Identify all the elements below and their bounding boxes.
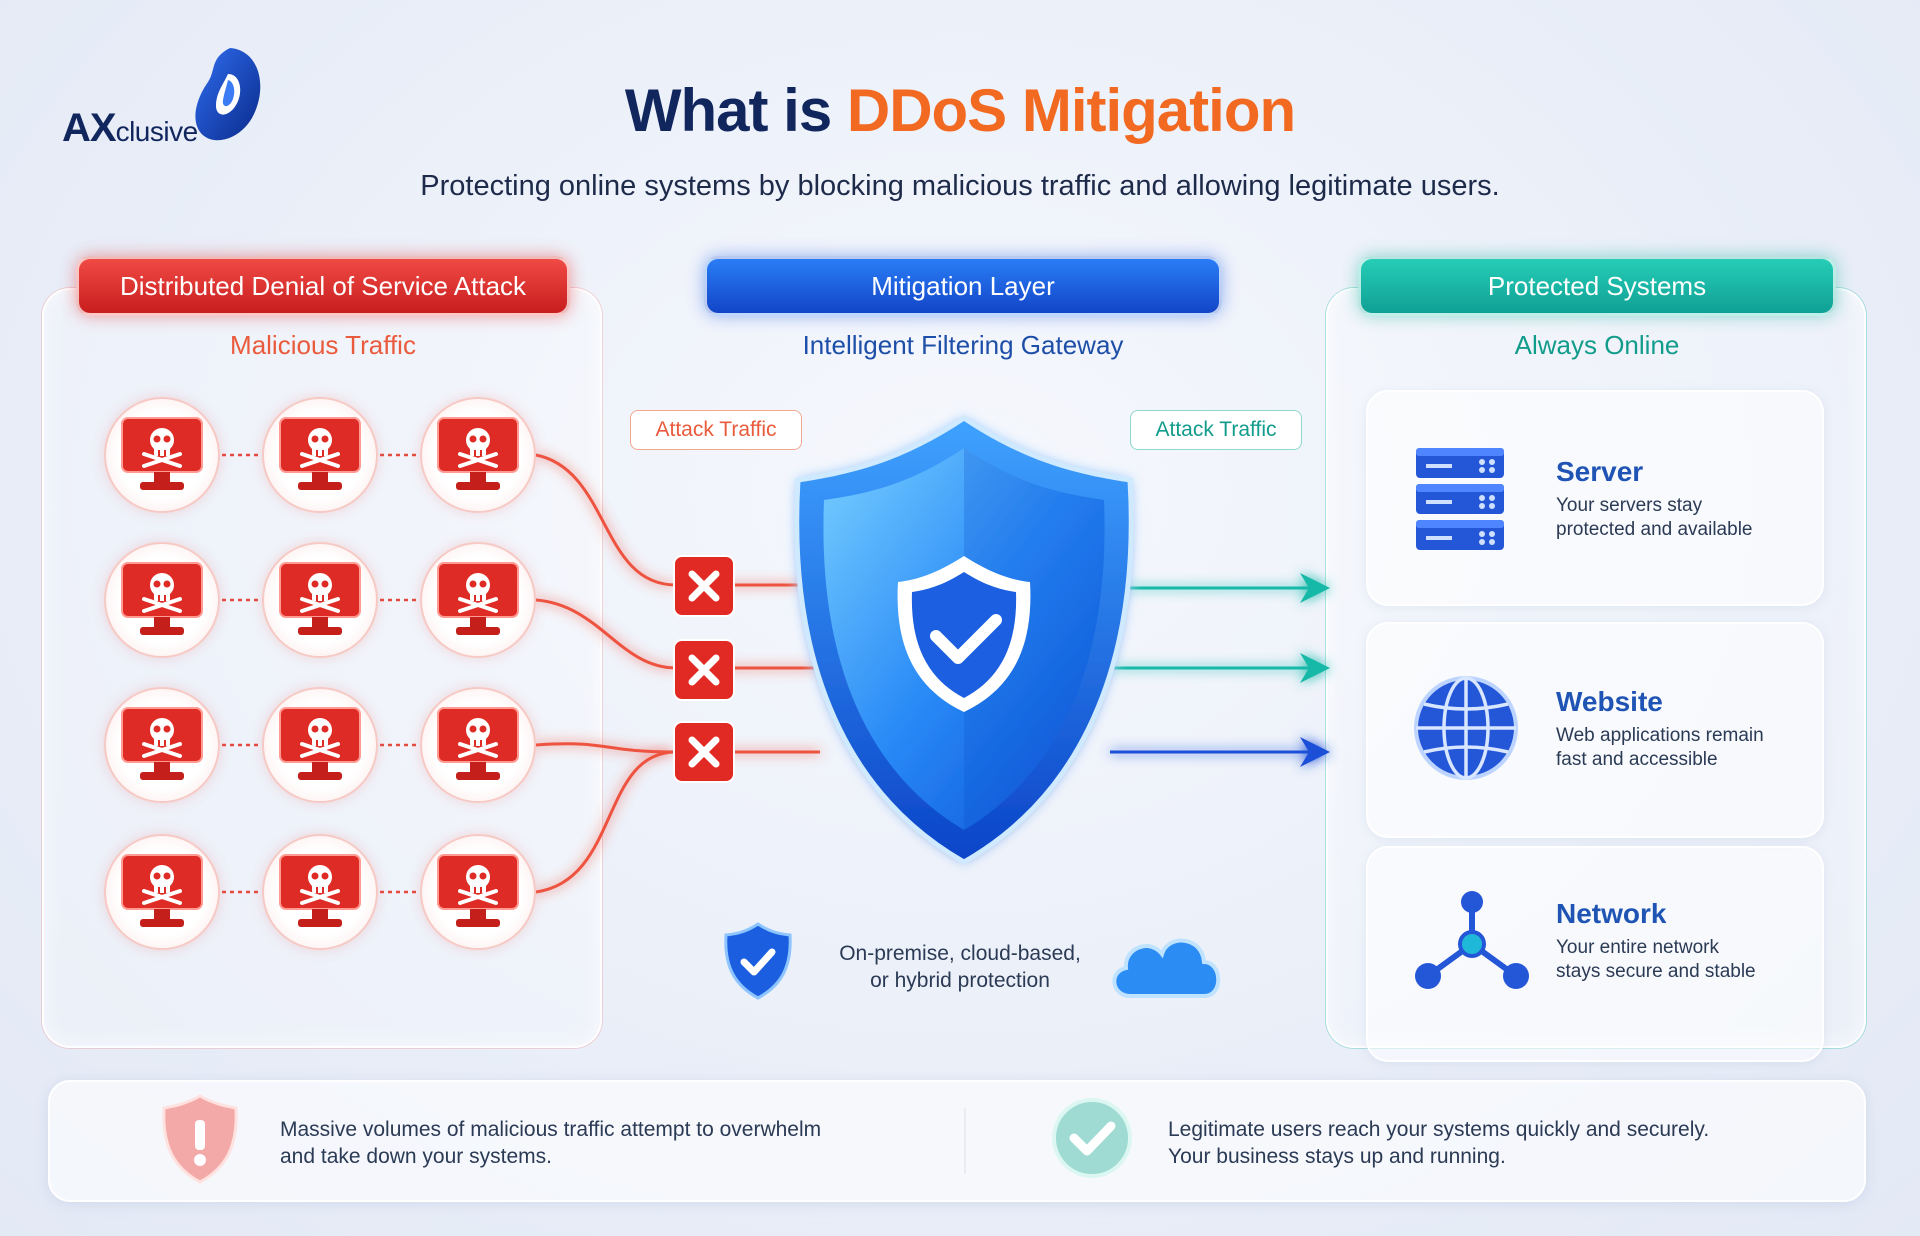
logo-bold: AX bbox=[62, 106, 117, 150]
footer-right-text: Legitimate users reach your systems quic… bbox=[1168, 1116, 1709, 1170]
attack-header: Distributed Denial of Service Attack bbox=[76, 256, 570, 316]
system-card-server: Server Your servers stay protected and a… bbox=[1366, 390, 1824, 606]
skull-monitor-icon bbox=[120, 416, 204, 494]
attacker-computer bbox=[104, 542, 220, 658]
network-desc-line-1: Your entire network bbox=[1556, 937, 1720, 958]
skull-monitor-icon bbox=[278, 416, 362, 494]
blocked-x-icon bbox=[673, 721, 735, 783]
cloud-icon bbox=[1112, 938, 1221, 998]
attacker-computer bbox=[262, 397, 378, 513]
server-icon bbox=[1416, 448, 1504, 550]
attacker-computer bbox=[104, 397, 220, 513]
skull-monitor-icon bbox=[278, 561, 362, 639]
logo-wordmark: AXclusive bbox=[62, 106, 198, 151]
attack-traffic-tag-right: Attack Traffic bbox=[1130, 410, 1302, 450]
network-icon bbox=[1415, 891, 1529, 989]
deployment-line-2: or hybrid protection bbox=[870, 969, 1050, 992]
footer-right-line-1: Legitimate users reach your systems quic… bbox=[1168, 1118, 1710, 1141]
attacker-computer bbox=[104, 834, 220, 950]
skull-monitor-icon bbox=[120, 853, 204, 931]
footer-left-line-1: Massive volumes of malicious traffic att… bbox=[280, 1118, 822, 1141]
title-prefix: What is bbox=[624, 77, 847, 144]
network-desc: Your entire network stays secure and sta… bbox=[1556, 936, 1806, 984]
protected-subheader: Always Online bbox=[1514, 330, 1680, 360]
attacker-computer bbox=[420, 397, 536, 513]
footer-bar bbox=[48, 1080, 1866, 1202]
globe-icon bbox=[1414, 676, 1518, 780]
website-desc-line-1: Web applications remain bbox=[1556, 725, 1764, 746]
attacker-computer bbox=[262, 542, 378, 658]
deployment-text: On-premise, cloud-based, or hybrid prote… bbox=[800, 940, 1120, 994]
mitigation-header: Mitigation Layer bbox=[704, 256, 1222, 316]
attacker-computer bbox=[262, 687, 378, 803]
attacker-computer bbox=[262, 834, 378, 950]
footer-left-text: Massive volumes of malicious traffic att… bbox=[280, 1116, 821, 1170]
footer-right-line-2: Your business stays up and running. bbox=[1168, 1145, 1506, 1168]
skull-monitor-icon bbox=[120, 706, 204, 784]
server-desc: Your servers stay protected and availabl… bbox=[1556, 494, 1806, 542]
attacker-computer bbox=[420, 542, 536, 658]
logo-rest: clusive bbox=[115, 116, 199, 147]
skull-monitor-icon bbox=[278, 706, 362, 784]
blocked-x-icon bbox=[673, 639, 735, 701]
logo: AXclusive bbox=[58, 44, 261, 154]
website-desc-line-2: fast and accessible bbox=[1556, 749, 1718, 770]
attack-subheader: Malicious Traffic bbox=[230, 330, 416, 360]
network-desc-line-2: stays secure and stable bbox=[1556, 961, 1756, 982]
mitigation-subheader: Intelligent Filtering Gateway bbox=[802, 330, 1124, 360]
blocked-x-icon bbox=[673, 555, 735, 617]
legitimate-traffic-arrows bbox=[1110, 573, 1330, 767]
attack-traffic-tag-left: Attack Traffic bbox=[630, 410, 802, 450]
mitigation-shield-icon bbox=[794, 414, 1134, 865]
deployment-line-1: On-premise, cloud-based, bbox=[839, 942, 1081, 965]
attacker-links bbox=[222, 453, 420, 894]
small-shield-icon bbox=[724, 922, 792, 1000]
attacker-computer bbox=[420, 834, 536, 950]
skull-monitor-icon bbox=[436, 416, 520, 494]
skull-monitor-icon bbox=[278, 853, 362, 931]
protected-header: Protected Systems bbox=[1358, 256, 1836, 316]
skull-monitor-icon bbox=[436, 706, 520, 784]
server-desc-line-2: protected and available bbox=[1556, 519, 1753, 540]
malicious-traffic-lines bbox=[535, 453, 820, 894]
attacker-computer bbox=[420, 687, 536, 803]
skull-monitor-icon bbox=[120, 561, 204, 639]
website-desc: Web applications remain fast and accessi… bbox=[1556, 724, 1806, 772]
server-desc-line-1: Your servers stay bbox=[1556, 495, 1703, 516]
blocked-markers bbox=[673, 555, 735, 783]
system-card-website: Website Web applications remain fast and… bbox=[1366, 622, 1824, 838]
page-subtitle: Protecting online systems by blocking ma… bbox=[420, 170, 1500, 202]
website-title: Website bbox=[1556, 686, 1663, 717]
logo-mark-icon bbox=[195, 48, 261, 141]
skull-monitor-icon bbox=[436, 853, 520, 931]
attacker-computer bbox=[104, 687, 220, 803]
skull-monitor-icon bbox=[436, 561, 520, 639]
title-accent: DDoS Mitigation bbox=[846, 77, 1296, 144]
server-title: Server bbox=[1556, 456, 1644, 487]
page-title: What is DDoS Mitigation bbox=[0, 76, 1920, 145]
system-card-network: Network Your entire network stays secure… bbox=[1366, 846, 1824, 1062]
network-title: Network bbox=[1556, 898, 1667, 929]
footer-left-line-2: and take down your systems. bbox=[280, 1145, 552, 1168]
